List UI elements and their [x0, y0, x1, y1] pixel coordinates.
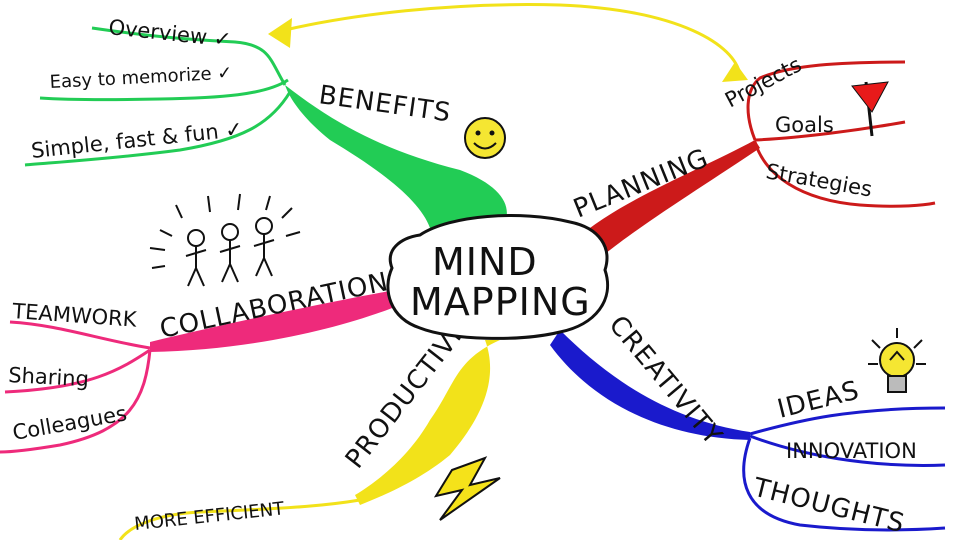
red-flag-icon [851, 81, 889, 137]
planning-leaf-line [754, 120, 906, 142]
collaboration-leaf-line [0, 349, 152, 454]
benefits-leaf-1: Overview ✓ [107, 15, 232, 52]
creativity-leaf-line [749, 434, 946, 467]
collaboration-leaf-line [9, 320, 151, 350]
planning-branch-stroke [575, 140, 760, 258]
benefits-branch-stroke [285, 85, 507, 228]
center-cloud [386, 214, 610, 340]
collaboration-branch-stroke [150, 290, 400, 352]
smiley-face-icon [464, 117, 506, 159]
center-node: MIND MAPPING [386, 214, 610, 340]
light-bulb-icon [868, 328, 926, 393]
planning-leaf-line [746, 60, 906, 141]
creativity-leaf-3: THOUGHTS [749, 472, 908, 539]
benefits-branch: BENEFITS Overview ✓ Easy to memorize ✓ S… [24, 15, 507, 228]
collaboration-leaf-3: Colleagues [11, 401, 129, 445]
center-title-line1: MIND [432, 240, 538, 284]
productivity-branch-stroke [355, 340, 500, 505]
benefits-leaf-line [91, 26, 287, 86]
stick-figures-icon [149, 193, 301, 287]
creativity-leaf-2: INNOVATION [786, 439, 917, 463]
yellow-arrow-icon [268, 3, 748, 82]
benefits-leaf-line [39, 78, 289, 102]
planning-leaf-3: Strategies [764, 159, 874, 201]
benefits-leaf-2: Easy to memorize ✓ [49, 62, 233, 93]
benefits-leaf-line [24, 91, 292, 167]
collaboration-branch: COLLABORATION TEAMWORK Sharing Colleague… [0, 267, 400, 454]
planning-leaf-2: Goals [775, 113, 834, 137]
creativity-label: CREATIVITY [603, 310, 728, 451]
collaboration-leaf-line [4, 348, 151, 394]
creativity-leaf-line [749, 406, 946, 436]
center-title-line2: MAPPING [410, 280, 591, 324]
lightning-bolt-icon [433, 456, 501, 521]
planning-leaf-line [753, 141, 936, 208]
creativity-branch: CREATIVITY IDEAS INNOVATION THOUGHTS [550, 310, 946, 539]
productivity-leaf-1: MORE EFFICIENT [133, 498, 286, 535]
creativity-branch-stroke [550, 330, 750, 440]
productivity-leaf-line [118, 498, 361, 540]
creativity-leaf-line [742, 437, 946, 532]
collaboration-leaf-2: Sharing [8, 363, 90, 391]
collaboration-leaf-1: TEAMWORK [11, 299, 139, 332]
